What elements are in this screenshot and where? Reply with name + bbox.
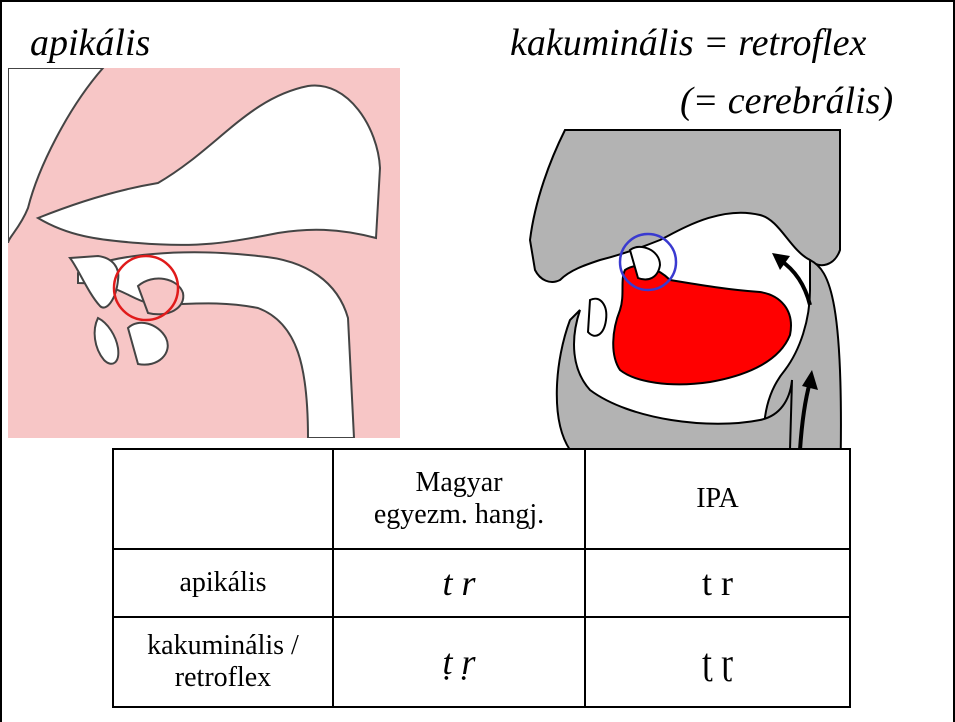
tongue bbox=[613, 266, 791, 384]
apical-articulation-figure bbox=[8, 68, 400, 438]
table-header-row: Magyar egyezm. hangj. IPA bbox=[113, 449, 850, 549]
title-cerebralis: (= cerebrális) bbox=[680, 82, 893, 120]
table-row: apikális t r t r bbox=[113, 549, 850, 617]
header-magyar: Magyar egyezm. hangj. bbox=[333, 449, 585, 549]
cell-hu-apikalis: t r bbox=[333, 549, 585, 617]
lower-teeth bbox=[588, 299, 606, 336]
row-label-kakuminalis: kakuminális / retroflex bbox=[113, 617, 333, 707]
row-label-line1: kakuminális / bbox=[114, 630, 332, 662]
comparison-table: Magyar egyezm. hangj. IPA apikális t r t… bbox=[112, 448, 851, 708]
title-apikalis: apikális bbox=[30, 24, 150, 62]
title-kakuminalis: kakuminális = retroflex bbox=[510, 24, 866, 62]
header-magyar-line2: egyezm. hangj. bbox=[334, 499, 584, 531]
row-label-apikalis: apikális bbox=[113, 549, 333, 617]
header-empty-cell bbox=[113, 449, 333, 549]
retroflex-articulation-figure bbox=[510, 120, 855, 490]
cell-ipa-apikalis: t r bbox=[585, 549, 850, 617]
airflow-arrow-upper bbox=[780, 260, 810, 305]
row-label-line2: retroflex bbox=[114, 662, 332, 694]
row-label-line1: apikális bbox=[114, 567, 332, 599]
cell-ipa-kakuminalis: ʈ ɽ bbox=[585, 617, 850, 707]
header-ipa: IPA bbox=[585, 449, 850, 549]
table-row: kakuminális / retroflex ṭ ṛ ʈ ɽ bbox=[113, 617, 850, 707]
header-magyar-line1: Magyar bbox=[334, 467, 584, 499]
cell-hu-kakuminalis: ṭ ṛ bbox=[333, 617, 585, 707]
upper-palate bbox=[530, 130, 840, 282]
